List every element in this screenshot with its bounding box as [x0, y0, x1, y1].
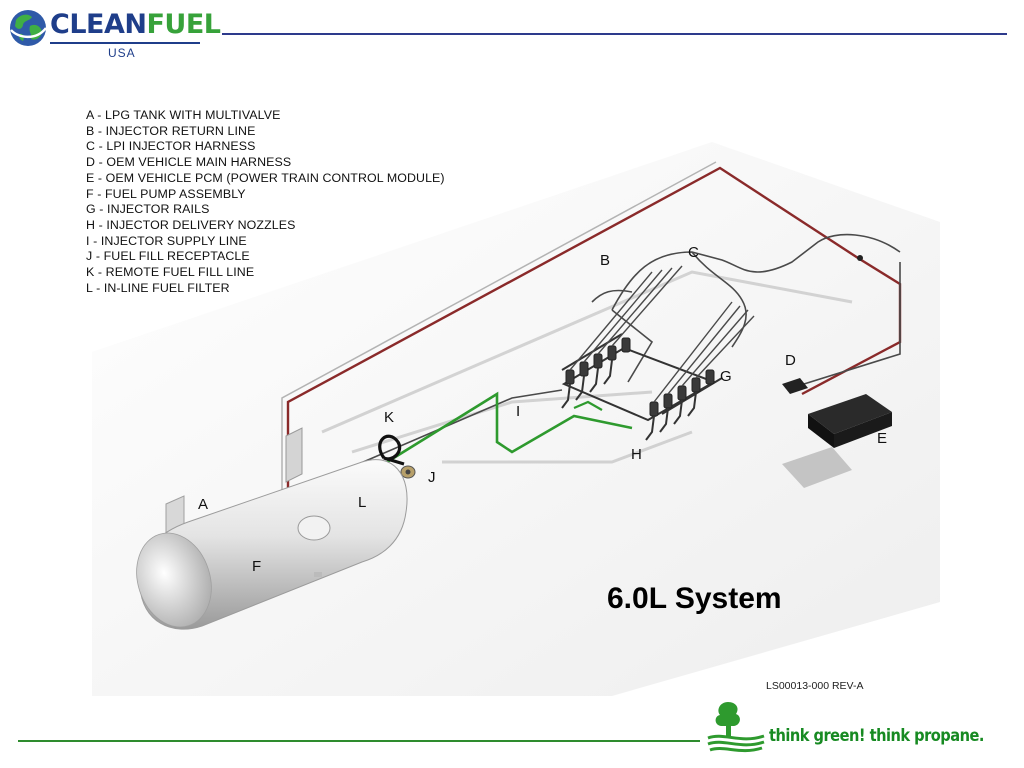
legend-item-h: H - INJECTOR DELIVERY NOZZLES [86, 217, 296, 232]
pcm-shadow [782, 447, 852, 488]
footer-tagline: think green! think propane. [769, 726, 984, 746]
footer-divider [18, 740, 700, 742]
callout-a: A [198, 496, 209, 513]
injector-stems [561, 359, 697, 441]
callout-i: I [516, 403, 521, 420]
callout-j: J [428, 469, 436, 486]
legend-item-d: D - OEM VEHICLE MAIN HARNESS [86, 155, 292, 170]
lpg-tank [136, 459, 408, 630]
remote-fill-line-k [378, 434, 405, 466]
shadow-lines [321, 270, 853, 464]
return-line-b-inner [281, 161, 717, 514]
tree-icon [707, 702, 765, 753]
callout-h: H [631, 446, 642, 463]
legend-item-f: F - FUEL PUMP ASSEMBLY [86, 186, 246, 201]
logo-clean-text: CLEAN [50, 9, 147, 40]
callout-b: B [600, 252, 611, 269]
legend-item-g: G - INJECTOR RAILS [86, 202, 210, 217]
legend-item-e: E - OEM VEHICLE PCM (POWER TRAIN CONTROL… [86, 170, 445, 185]
legend-item-l: L - IN-LINE FUEL FILTER [86, 280, 230, 295]
pcm-module-e [808, 394, 892, 448]
globe-icon [10, 10, 47, 46]
cleanfuel-logo: CLEANFUEL USA [6, 6, 221, 64]
fuel-fill-receptacle-j [400, 465, 416, 479]
supply-line-i [299, 391, 633, 518]
callout-e: E [877, 430, 888, 447]
legend-item-b: B - INJECTOR RETURN LINE [86, 123, 256, 138]
legend-item-k: K - REMOTE FUEL FILL LINE [86, 265, 255, 280]
logo-wordmark: CLEANFUEL [50, 10, 221, 40]
harness-to-injectors [569, 265, 755, 403]
legend-item-i: I - INJECTOR SUPPLY LINE [86, 233, 247, 248]
callout-l: L [358, 494, 367, 511]
document-reference: LS00013-000 REV-A [766, 680, 864, 692]
logo-underline [50, 42, 200, 44]
callout-d: D [785, 352, 796, 369]
header-divider [222, 33, 1007, 35]
callout-c: C [688, 244, 699, 261]
legend-item-j: J - FUEL FILL RECEPTACLE [86, 249, 250, 264]
component-legend: A - LPG TANK WITH MULTIVALVE B - INJECTO… [86, 108, 516, 296]
oem-harness-connector-d [782, 378, 808, 394]
logo-fuel-text: FUEL [146, 9, 221, 40]
callout-k: K [384, 409, 395, 426]
callout-g: G [720, 368, 732, 385]
fuel-system-diagram [92, 142, 940, 696]
supply-line-i-branch [573, 400, 603, 411]
legend-item-a: A - LPG TANK WITH MULTIVALVE [86, 108, 281, 122]
system-title: 6.0L System [607, 582, 782, 615]
harness-junction [857, 255, 863, 261]
callout-f: F [252, 558, 262, 575]
harness-lines [339, 233, 901, 473]
legend-item-c: C - LPI INJECTOR HARNESS [86, 139, 256, 154]
tank-bracket [285, 427, 303, 483]
logo-subtitle: USA [108, 46, 136, 60]
